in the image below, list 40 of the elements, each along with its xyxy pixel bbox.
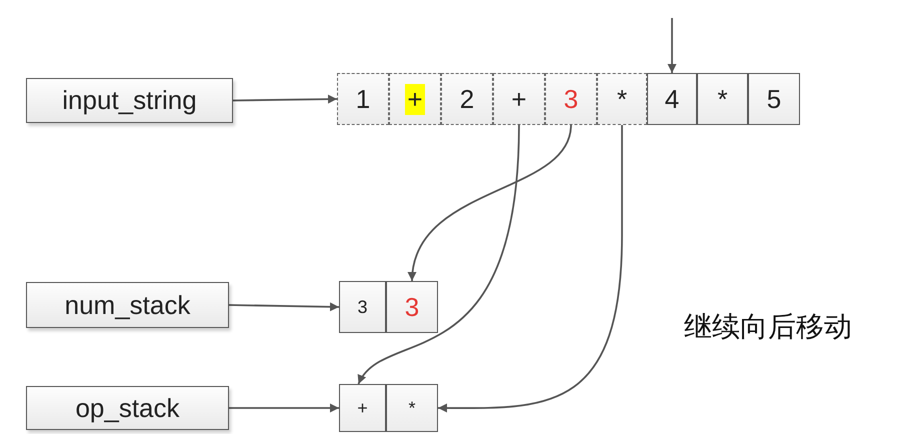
character: * [717, 84, 728, 114]
array-cell [339, 281, 386, 333]
character: * [408, 398, 416, 418]
array-cell [441, 73, 493, 125]
arrow [232, 94, 338, 104]
character: * [616, 84, 628, 114]
array-cell [545, 73, 597, 125]
arrow [228, 302, 340, 312]
array-cell [748, 73, 800, 125]
character: 3 [404, 292, 420, 322]
arrow [408, 124, 572, 282]
character: 4 [664, 84, 680, 114]
array-cell [337, 73, 389, 125]
character: 5 [766, 84, 782, 114]
array-cell [389, 73, 441, 125]
arrow [668, 18, 676, 73]
character: 1 [356, 84, 370, 114]
array-cell [339, 384, 386, 432]
highlighted-character: + [405, 84, 425, 114]
arrow [438, 125, 623, 413]
variable-name-box [26, 282, 229, 328]
array-cell [597, 73, 647, 125]
variable-name: input_string [62, 85, 197, 116]
array-cell [647, 73, 697, 125]
arrow [229, 404, 339, 412]
character: 3 [357, 296, 368, 318]
variable-name: num_stack [64, 290, 190, 320]
arrow [358, 124, 520, 384]
array-cell [493, 73, 545, 125]
character: 3 [564, 84, 578, 114]
array-cell [697, 73, 748, 125]
variable-name: op_stack [75, 392, 180, 424]
character: + [357, 398, 368, 418]
annotation-text: 继续向后移动 [684, 309, 852, 345]
array-cell [386, 384, 438, 432]
array-cell [386, 281, 438, 333]
variable-name-box [26, 78, 233, 123]
character: 2 [460, 84, 474, 114]
variable-name-box [26, 386, 229, 430]
character: + [511, 84, 527, 114]
